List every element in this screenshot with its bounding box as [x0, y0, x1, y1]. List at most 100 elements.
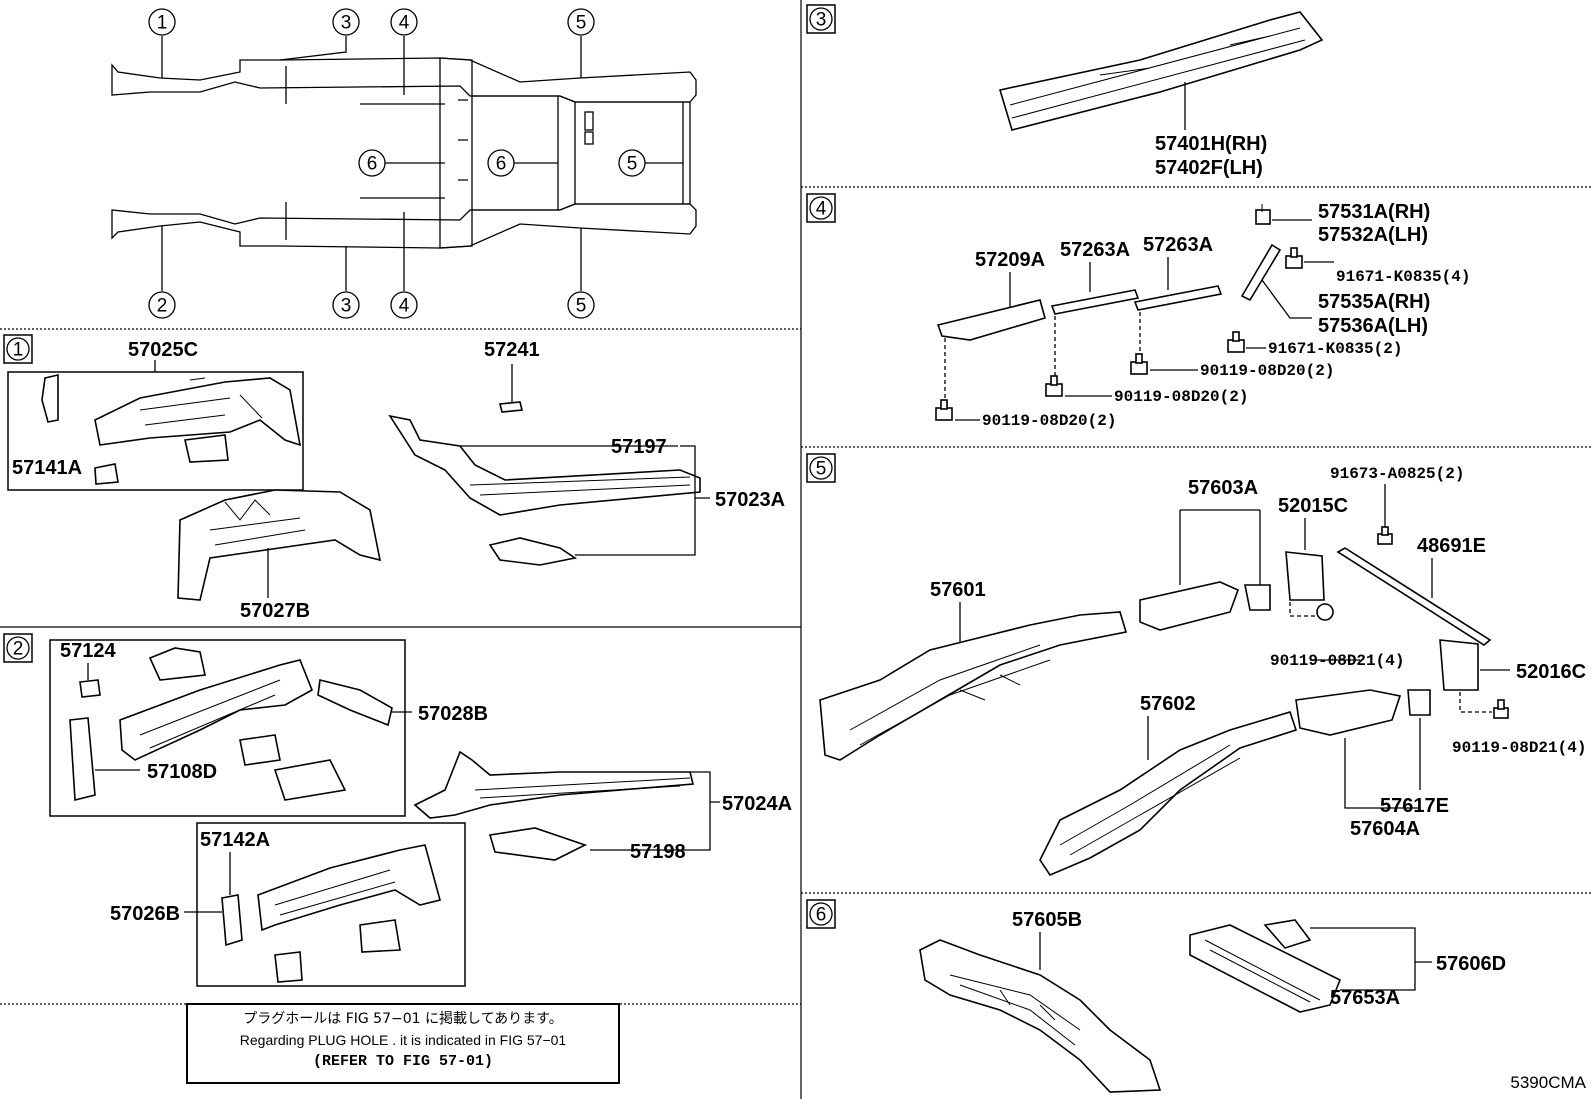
part-detail: [1059, 744, 1241, 856]
part-label: 57023A: [715, 489, 785, 511]
svg-text:1: 1: [13, 340, 24, 361]
rail-plate: [1244, 584, 1271, 611]
rear-side-member: [388, 414, 701, 516]
part-label: 57024A: [722, 793, 792, 815]
small-bracket: [274, 951, 303, 983]
part-label: 48691E: [1417, 535, 1486, 557]
nut: [1316, 603, 1334, 621]
callout-4: 4: [390, 8, 418, 36]
section-index: 5: [809, 456, 833, 480]
bracket-leader: [590, 771, 720, 851]
front-side-member: [257, 844, 441, 932]
reinforcement-part: [317, 679, 393, 727]
brace: [1240, 243, 1282, 302]
bracket-leader: [575, 445, 710, 556]
svg-text:2: 2: [157, 296, 168, 317]
extension-plate: [488, 537, 578, 566]
part-label: 57197: [611, 436, 667, 458]
part-label: 57108D: [147, 761, 217, 783]
bracket-part: [239, 734, 281, 766]
part-label: 57606D: [1436, 953, 1506, 975]
svg-text:4: 4: [399, 13, 410, 34]
svg-text:4: 4: [816, 199, 827, 220]
part-label: 57401H(RH): [1155, 133, 1267, 155]
part-detail: [1204, 939, 1321, 1003]
front-side-member-assy: [177, 489, 382, 601]
bracket-leader: [1179, 509, 1261, 585]
part-label: 57653A: [1330, 987, 1400, 1009]
gusset-part: [41, 373, 59, 423]
section-index-box: [3, 334, 33, 364]
section-4: 4 57209A 90119-08D20(2) 57263A 90119-08D…: [806, 193, 1470, 430]
section-index: 2: [6, 636, 30, 660]
part-label: 57241: [484, 339, 540, 361]
part-label: 57536A(LH): [1318, 315, 1428, 337]
svg-text:5: 5: [576, 296, 587, 317]
callout-5: 5: [567, 291, 595, 319]
part-label: 57617E: [1380, 795, 1449, 817]
rear-floor-side-member: [819, 611, 1128, 761]
bracket-part: [148, 647, 206, 681]
callout-2: 2: [148, 291, 176, 319]
section-6: 6 57605B 57606D 57653A: [806, 899, 1506, 1093]
diagram-code: 5390CMA: [1510, 1073, 1586, 1092]
svg-text:5: 5: [816, 459, 827, 480]
section-index-box: [806, 193, 836, 223]
floor-bracket: [936, 299, 1046, 341]
part-label: 91673-A0825(2): [1330, 465, 1464, 483]
part-label: 91671-K0835(2): [1268, 340, 1402, 358]
callout-6: 6: [358, 149, 386, 177]
rod: [1336, 547, 1492, 646]
reinforcement-strip: [1133, 285, 1223, 311]
part-detail: [849, 644, 1051, 746]
overview-top-rail: [111, 57, 697, 103]
mount-bracket: [1439, 639, 1479, 691]
svg-text:2: 2: [13, 639, 24, 660]
bracket-leader: [1344, 738, 1420, 809]
svg-text:5: 5: [576, 13, 587, 34]
callout-3: 3: [332, 8, 360, 36]
svg-text:6: 6: [496, 154, 507, 175]
section-index: 1: [6, 337, 30, 361]
callout-5: 5: [618, 149, 646, 177]
overview-sill: [360, 103, 445, 199]
fastener-line: [1459, 692, 1492, 713]
part-label: 57531A(RH): [1318, 201, 1430, 223]
small-bracket: [79, 679, 101, 698]
gusset-part: [1263, 919, 1312, 949]
part-label: 57601: [930, 579, 986, 601]
clip: [1255, 204, 1271, 225]
section-index-box: [806, 4, 836, 34]
part-label: 57263A: [1143, 234, 1213, 256]
rail-plate: [1407, 689, 1431, 716]
section-index: 4: [809, 196, 833, 220]
svg-text:3: 3: [341, 296, 352, 317]
part-label: 90119-08D20(2): [1114, 388, 1248, 406]
part-label: 57602: [1140, 693, 1196, 715]
rail-bracket: [1139, 581, 1240, 631]
svg-text:6: 6: [367, 154, 378, 175]
bolt: [1227, 331, 1245, 353]
svg-text:3: 3: [816, 10, 827, 31]
front-side-member: [119, 659, 314, 761]
part-label: 57141A: [12, 457, 82, 479]
rear-floor-side-member: [1039, 711, 1298, 876]
part-label: 57026B: [110, 903, 180, 925]
part-detail: [139, 377, 263, 426]
part-detail: [139, 679, 281, 749]
section-5: 5 91673-A0825(2) 57603A 52015C 48691E 57…: [806, 453, 1586, 876]
part-detail: [209, 499, 306, 546]
section-1: 1 57025C 57141A 57027B 57241 57197 57023…: [3, 334, 785, 622]
extension-plate: [488, 827, 588, 861]
part-label: 57532A(LH): [1318, 224, 1428, 246]
part-label: 91671-K0835(4): [1336, 268, 1470, 286]
part-detail: [274, 869, 396, 916]
overview-cross-member: [439, 57, 473, 249]
part-detail: [474, 777, 691, 799]
center-floor-member: [919, 939, 1162, 1093]
overview-bottom-rail: [111, 203, 697, 249]
leader: [279, 36, 347, 61]
reinforcement-strip: [1050, 289, 1140, 315]
part-detail: [949, 974, 1081, 1046]
bracket-leader: [1310, 927, 1432, 991]
